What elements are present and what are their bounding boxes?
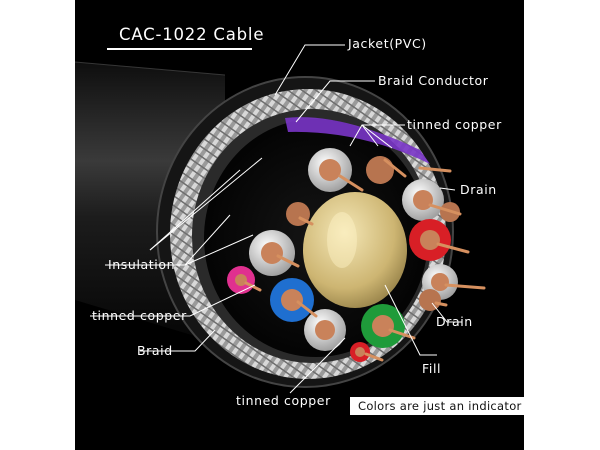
label-tinned-copper-bottom: tinned copper: [236, 393, 331, 408]
label-fill: Fill: [422, 361, 442, 376]
fill-highlight: [327, 212, 357, 268]
title-box: CAC-1022 Cable: [107, 21, 263, 50]
label-jacket: Jacket(PVC): [348, 36, 427, 51]
note-box: Colors are just an indicator: [350, 397, 525, 415]
label-tinned-copper-left: tinned copper: [92, 308, 187, 323]
label-braid-conductor: Braid Conductor: [378, 73, 489, 88]
diagram-title: CAC-1022 Cable: [119, 25, 265, 44]
copper-strands: [244, 158, 486, 362]
label-insulation: Insulation: [108, 257, 176, 272]
label-drain-bottom: Drain: [436, 314, 473, 329]
central-fill: [303, 192, 407, 308]
label-drain-top: Drain: [460, 182, 497, 197]
leader-lines: [90, 44, 462, 394]
color-disclaimer: Colors are just an indicator: [358, 399, 522, 413]
label-braid: Braid: [137, 343, 173, 358]
conductor-group: [227, 148, 460, 362]
label-tinned-copper-top: tinned copper: [407, 117, 502, 132]
foil-strip: [285, 117, 430, 164]
